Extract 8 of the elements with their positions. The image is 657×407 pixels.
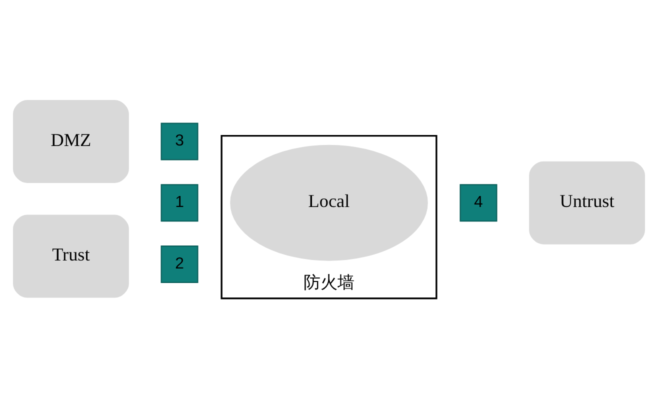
node-box: Trust [12,214,128,298]
node-box: 2 [160,245,198,282]
node-box: 4 [459,184,497,222]
node-box: 3 [160,122,198,160]
node-box: 1 [160,184,198,222]
node-ellipse: Local [230,144,428,260]
node-box: DMZ [12,99,128,182]
node-box: Untrust [528,160,645,244]
